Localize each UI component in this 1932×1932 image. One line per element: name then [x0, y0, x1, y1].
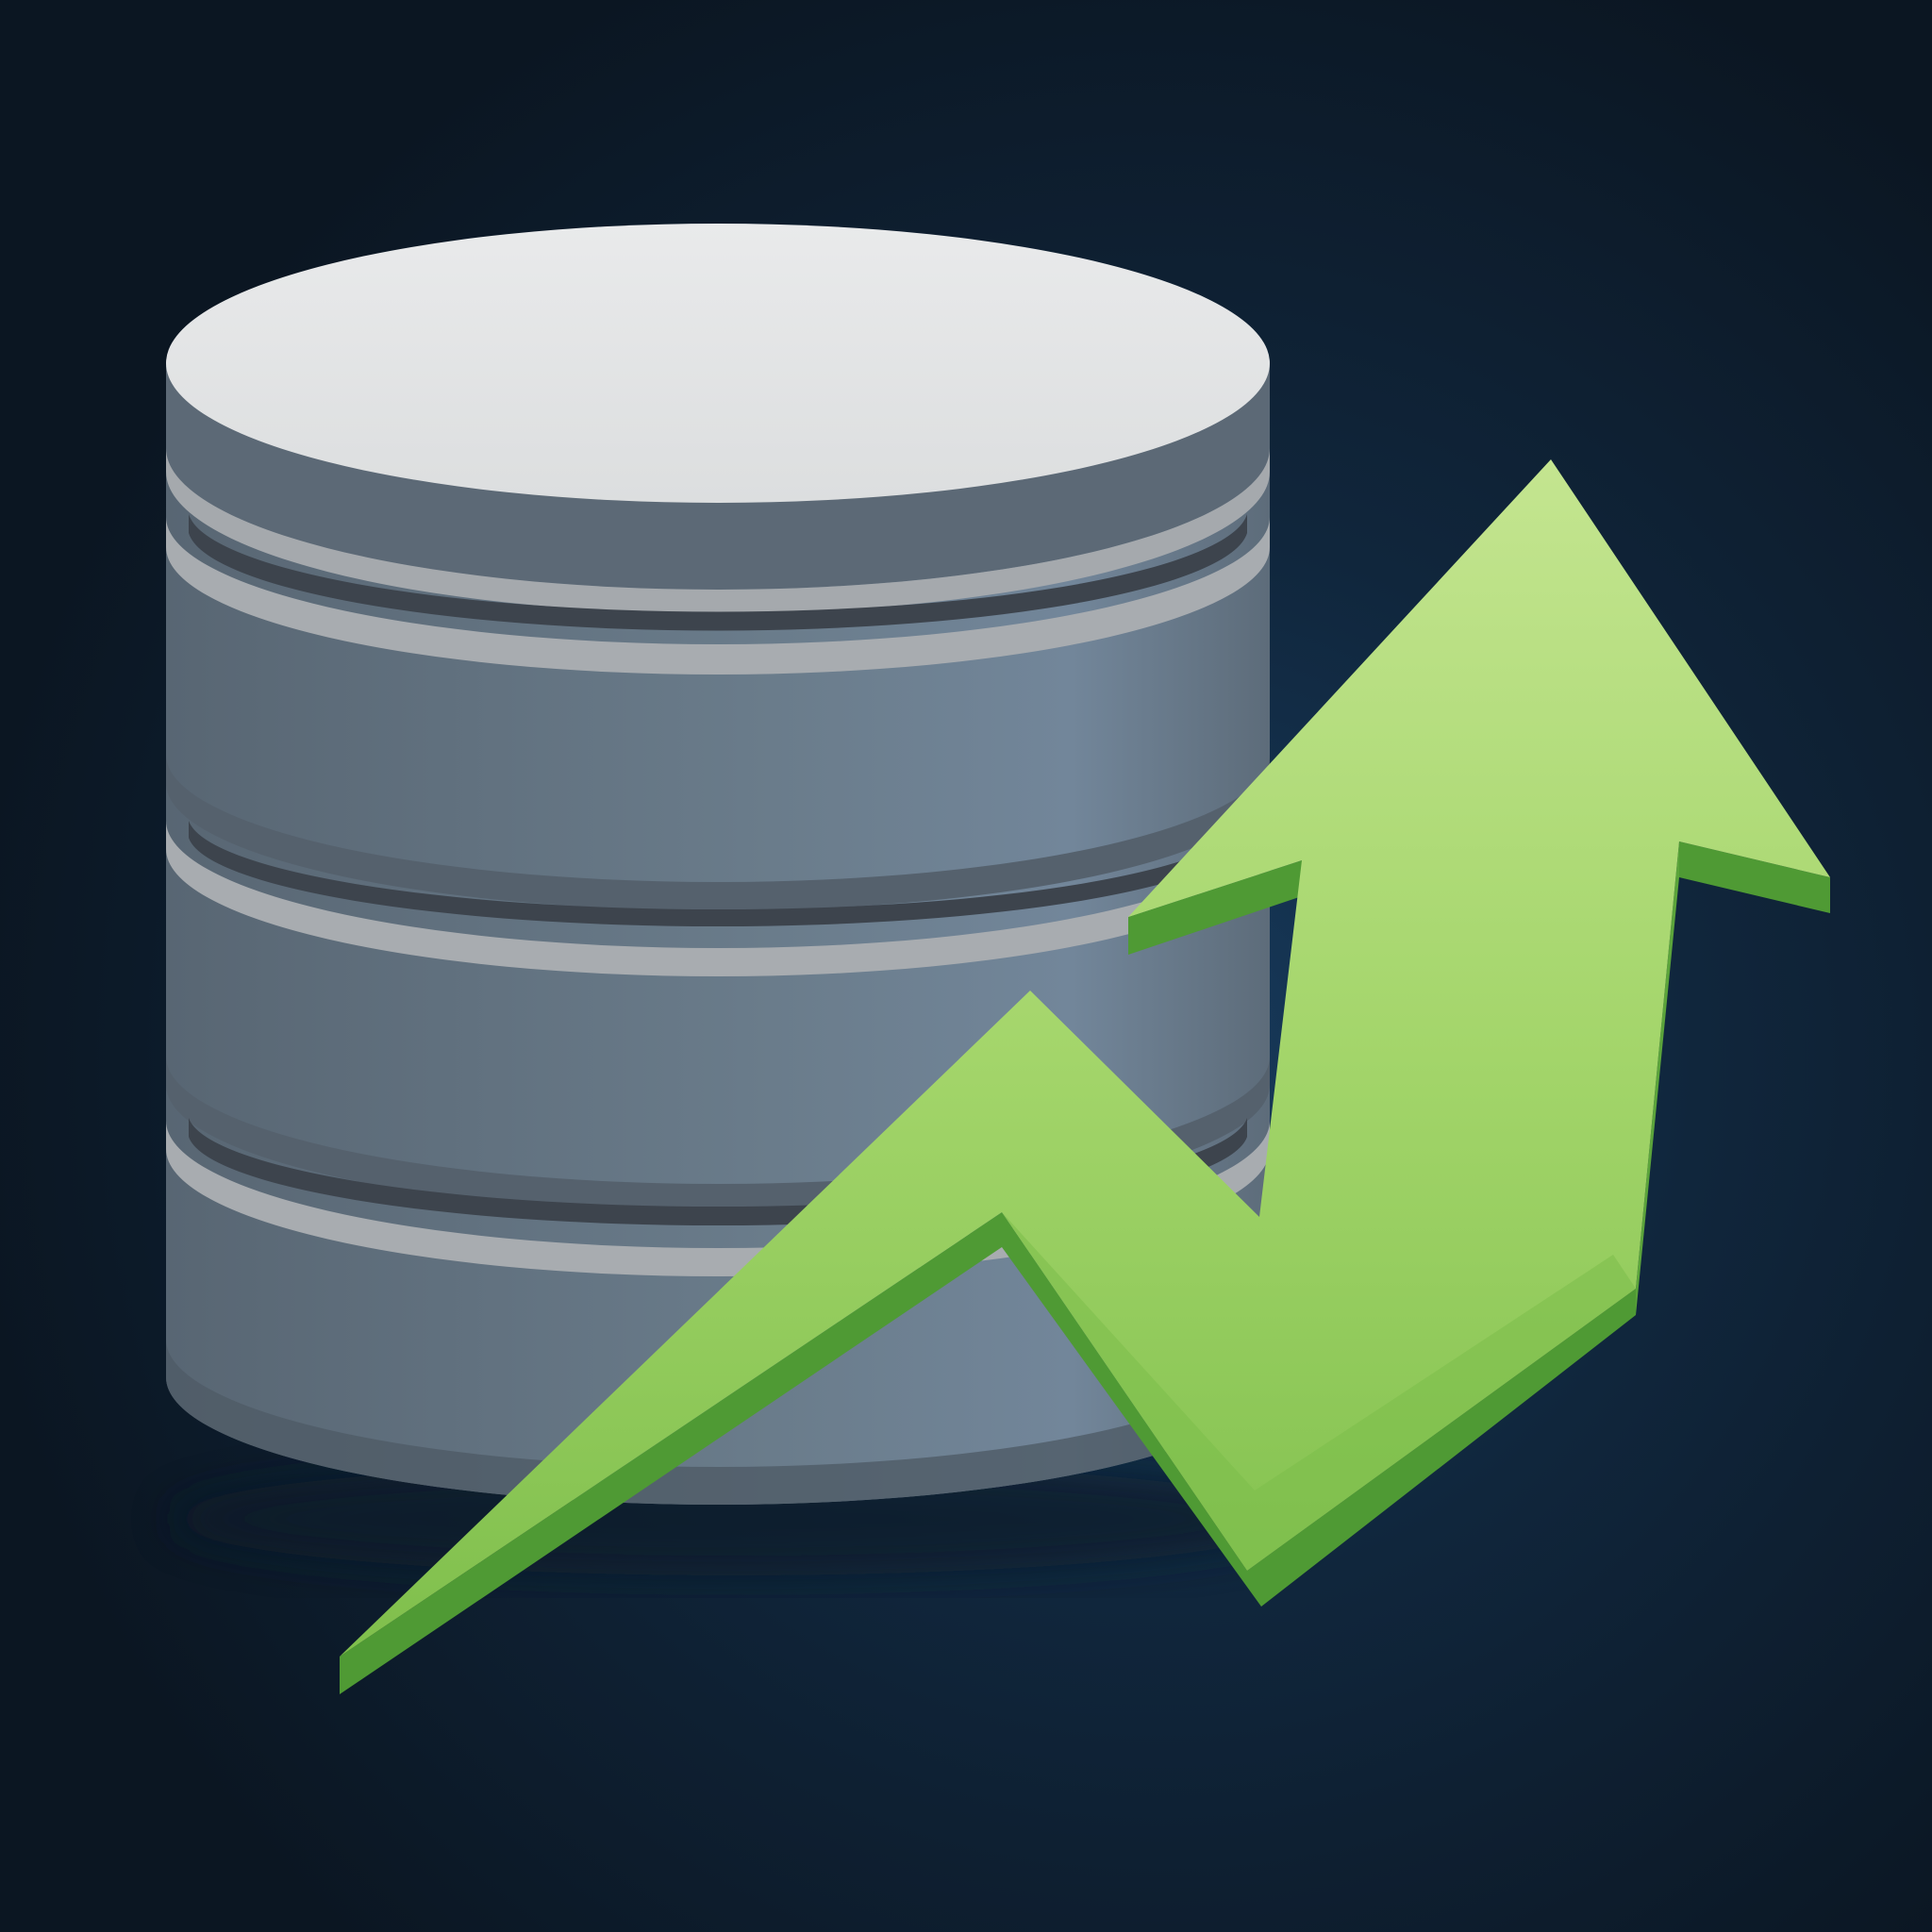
arrow-side-left-notch: [1128, 860, 1302, 955]
cylinder-cap-rim: [166, 448, 1270, 613]
cylinder-rim-2: [166, 821, 1270, 976]
cylinder-rim-1: [166, 517, 1270, 675]
cylinder-shadow: [170, 1462, 1302, 1575]
arrow-side-shaft: [1636, 841, 1679, 1315]
cylinder-base: [166, 1340, 1270, 1505]
trend-up-arrow-icon: [340, 459, 1830, 1694]
cylinder-segment-bottom-1: [166, 755, 1270, 910]
cylinder-groove-2: [189, 821, 1247, 927]
cylinder-groove-1: [189, 514, 1247, 631]
arrow-side-right: [1679, 841, 1830, 913]
arrow-fold: [1002, 1212, 1636, 1571]
cylinder-top: [166, 224, 1270, 503]
